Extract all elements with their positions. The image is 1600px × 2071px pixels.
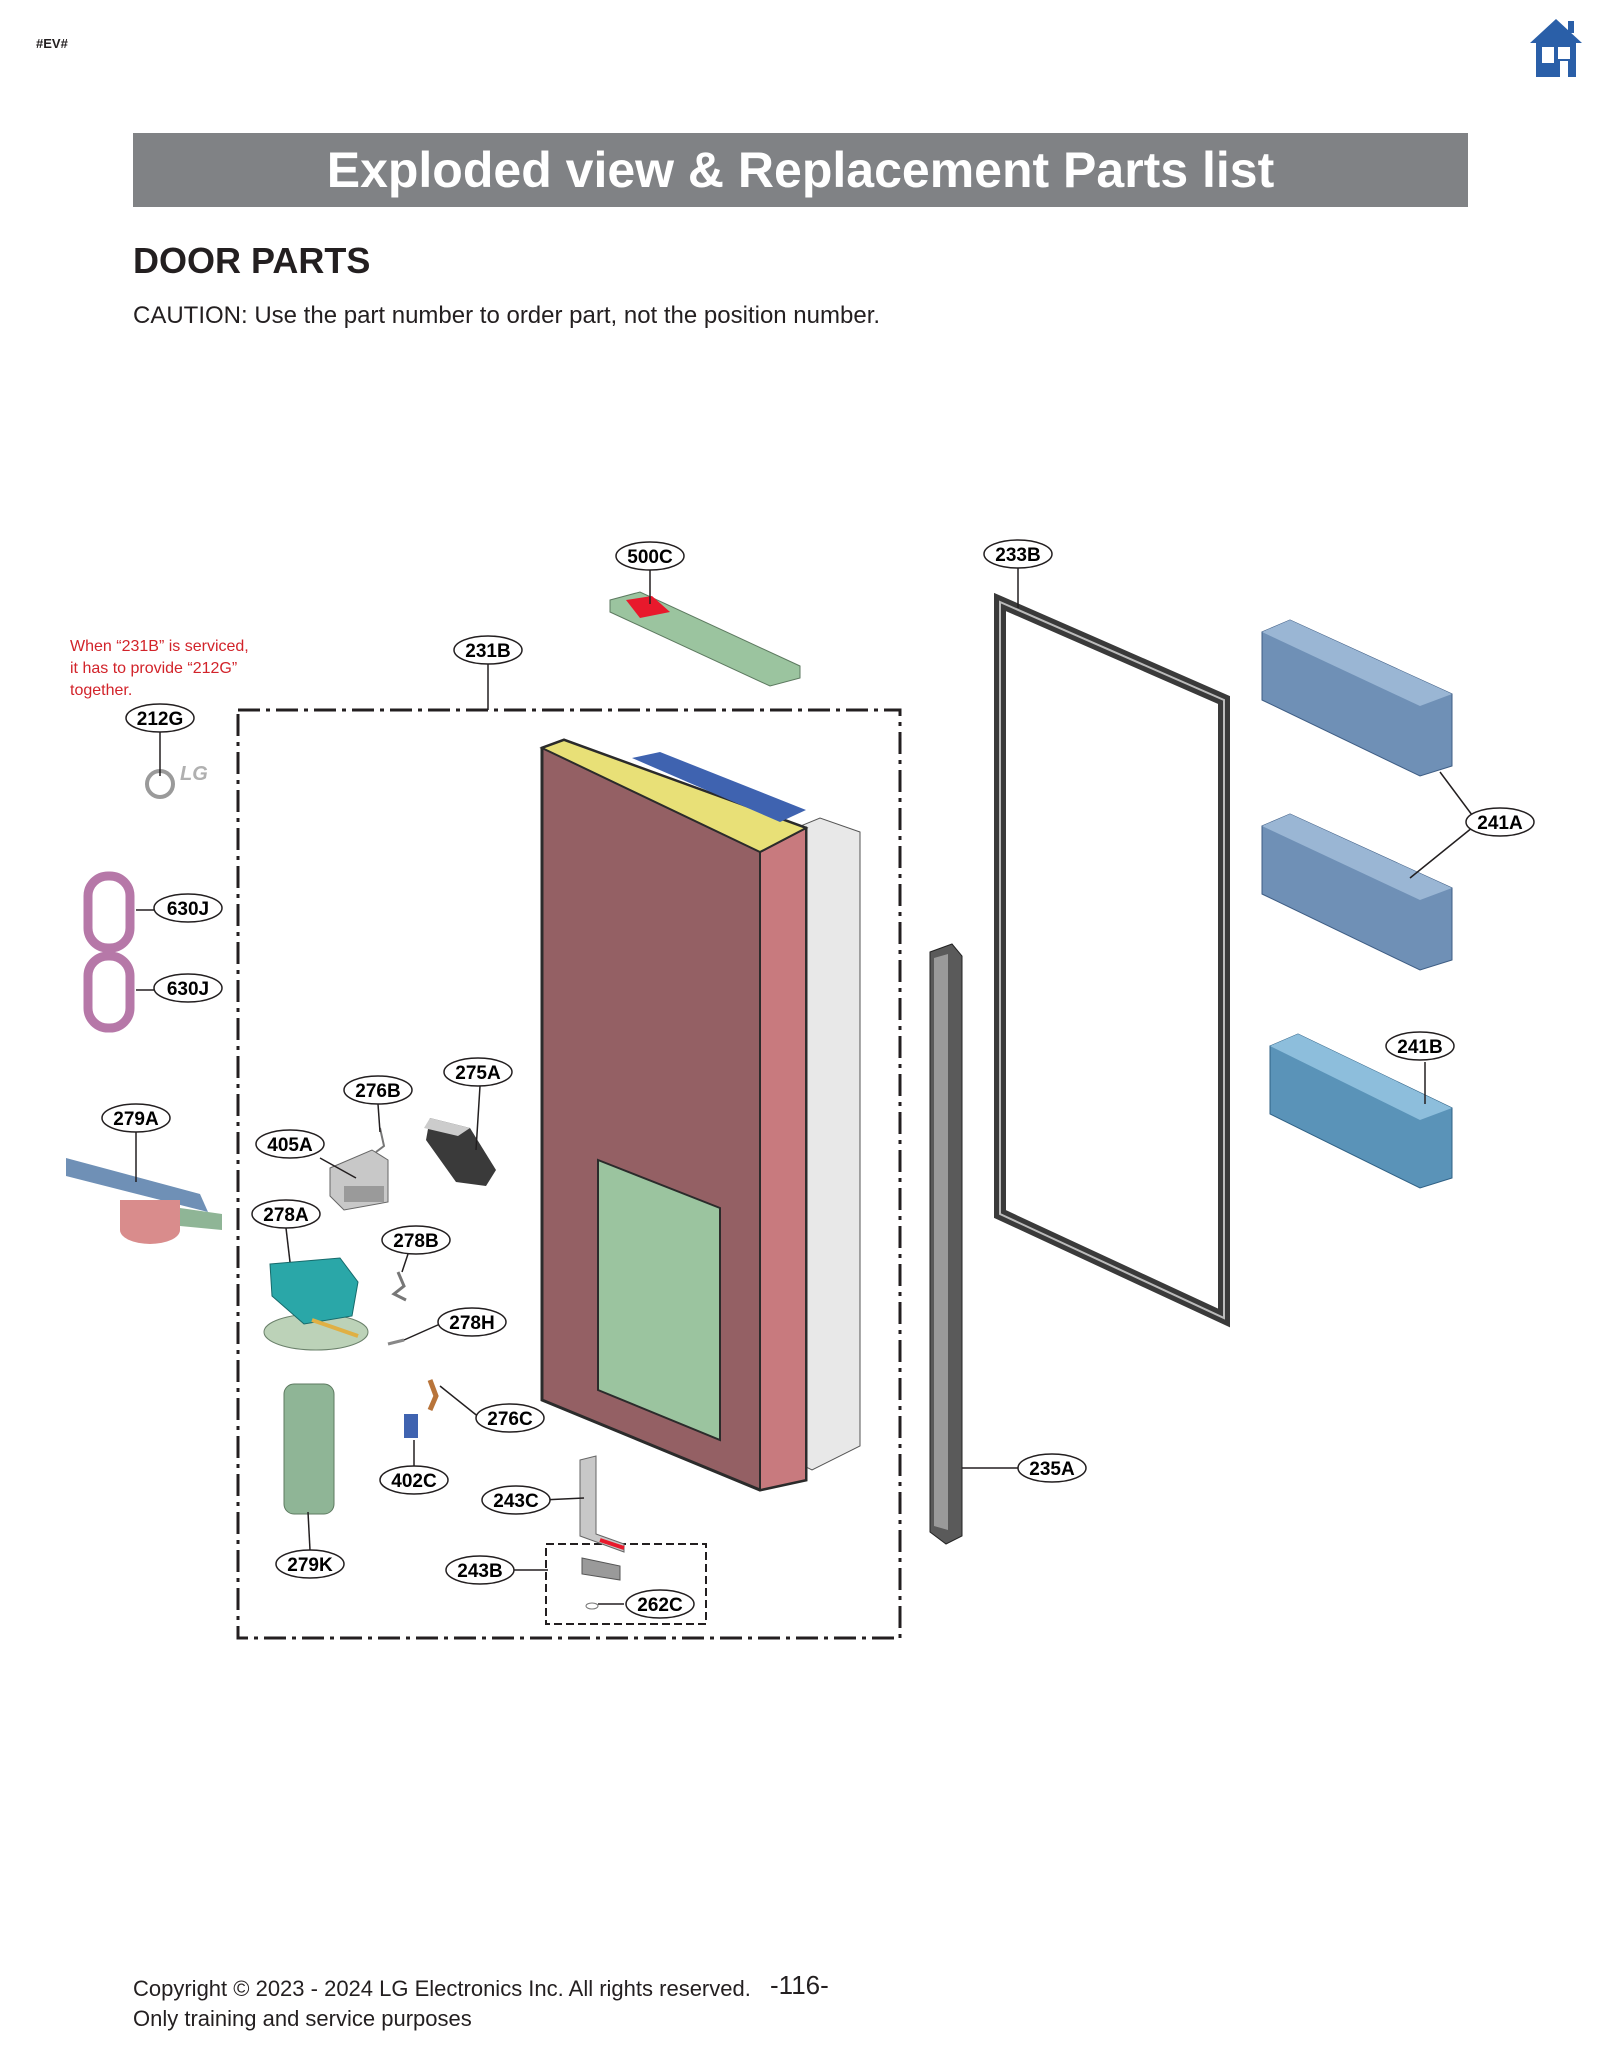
callout-402c: 402C	[379, 1465, 449, 1495]
callout-500c: 500C	[615, 541, 685, 571]
lg-emblem-part: LG	[145, 763, 208, 799]
part-279k	[283, 1383, 335, 1515]
callout-233b-label: 233B	[995, 545, 1040, 566]
footer: Copyright © 2023 - 2024 LG Electronics I…	[133, 1974, 751, 2034]
callout-243b-label: 243B	[457, 1561, 502, 1582]
callout-212g: 212G	[125, 703, 195, 733]
callout-278h-label: 278H	[449, 1313, 494, 1334]
page-banner: Exploded view & Replacement Parts list	[133, 133, 1468, 207]
callout-235a: 235A	[1017, 1453, 1087, 1483]
callout-276c-label: 276C	[487, 1409, 533, 1430]
door-bin-241a	[1261, 619, 1453, 777]
callout-235a-label: 235A	[1029, 1459, 1075, 1480]
part-276b	[375, 1127, 386, 1153]
callout-233b: 233B	[983, 539, 1053, 569]
caution-text: CAUTION: Use the part number to order pa…	[133, 302, 881, 329]
callout-278a-label: 278A	[263, 1205, 309, 1226]
door-assembly-231b	[539, 738, 861, 1492]
service-note-line-2: it has to provide “212G”	[70, 660, 237, 677]
part-500c	[609, 591, 801, 687]
callout-275a: 275A	[443, 1057, 513, 1087]
copyright-text: Copyright © 2023 - 2024 LG Electronics I…	[133, 1976, 751, 2001]
callout-278h: 278H	[437, 1307, 507, 1337]
part-262c	[585, 1602, 599, 1610]
service-note-line-1: When “231B” is serviced,	[70, 638, 249, 655]
part-243b	[581, 1557, 621, 1581]
callout-405a: 405A	[255, 1129, 325, 1159]
callout-630j: 630J	[153, 973, 223, 1003]
ring-630j-part	[83, 871, 135, 953]
callout-278b-label: 278B	[393, 1231, 438, 1252]
callout-212g-label: 212G	[137, 709, 183, 730]
callout-276b-label: 276B	[355, 1081, 400, 1102]
ring-630j-part	[83, 951, 135, 1033]
callout-402c-label: 402C	[391, 1471, 437, 1492]
callout-243b: 243B	[445, 1555, 515, 1585]
purpose-text: Only training and service purposes	[133, 2006, 472, 2031]
part-278b	[391, 1271, 407, 1302]
part-278h	[387, 1338, 405, 1346]
service-note-line-3: together.	[70, 682, 132, 699]
callout-279a: 279A	[101, 1103, 171, 1133]
callout-500c-label: 500C	[627, 547, 673, 568]
door-bin-241a	[1261, 813, 1453, 971]
door-bin-241b	[1269, 1033, 1453, 1189]
part-279a	[66, 1158, 222, 1244]
callout-276b: 276B	[343, 1075, 413, 1105]
callout-630j-label: 630J	[167, 899, 209, 920]
part-243c	[579, 1455, 625, 1553]
callout-278a: 278A	[251, 1199, 321, 1229]
mullion-235a	[929, 943, 963, 1545]
callout-241b-label: 241B	[1397, 1037, 1442, 1058]
callout-630j-label: 630J	[167, 979, 209, 1000]
document-tag: #EV#	[36, 36, 68, 51]
home-icon[interactable]	[1528, 17, 1584, 79]
callout-241a-label: 241A	[1477, 813, 1523, 834]
callout-275a-label: 275A	[455, 1063, 501, 1084]
section-title: DOOR PARTS	[133, 240, 371, 281]
exploded-view-diagram: When “231B” is serviced, it has to provi…	[66, 539, 1535, 1640]
callout-241b: 241B	[1385, 1031, 1455, 1061]
lg-emblem-text: LG	[180, 763, 208, 785]
part-405a	[329, 1149, 389, 1211]
part-275a	[424, 1118, 496, 1186]
page-number: -116-	[770, 1970, 829, 2000]
callout-243c-label: 243C	[493, 1491, 539, 1512]
callout-241a: 241A	[1465, 807, 1535, 837]
callout-630j: 630J	[153, 893, 223, 923]
callout-279k: 279K	[275, 1549, 345, 1579]
callout-279k-label: 279K	[287, 1555, 333, 1576]
part-278a	[263, 1257, 369, 1351]
part-402c	[404, 1414, 418, 1438]
callout-243c: 243C	[481, 1485, 551, 1515]
callout-278b: 278B	[381, 1225, 451, 1255]
callout-405a-label: 405A	[267, 1135, 313, 1156]
callout-279a-label: 279A	[113, 1109, 159, 1130]
door-gasket-233b	[994, 592, 1230, 1328]
callout-262c-label: 262C	[637, 1595, 683, 1616]
part-276c	[427, 1379, 439, 1411]
callout-262c: 262C	[625, 1589, 695, 1619]
callout-276c: 276C	[475, 1403, 545, 1433]
callout-231b: 231B	[453, 635, 523, 665]
callout-231b-label: 231B	[465, 641, 510, 662]
